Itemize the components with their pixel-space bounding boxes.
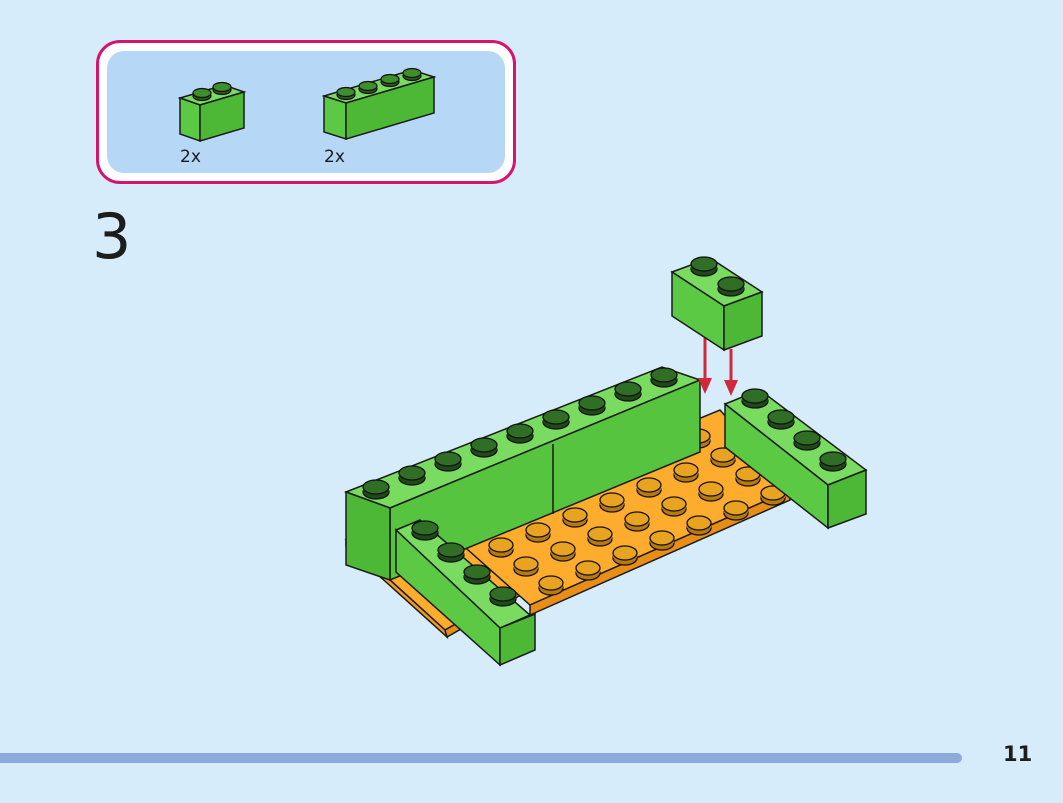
footer-progress-bar bbox=[0, 753, 962, 763]
page-number: 11 bbox=[1003, 742, 1033, 766]
back-brick-studs bbox=[362, 367, 678, 500]
parts-callout bbox=[96, 40, 516, 184]
right-brick-studs bbox=[741, 388, 847, 472]
placement-arrows bbox=[698, 337, 738, 396]
parts-callout-inner bbox=[107, 51, 505, 173]
part-count-1x2: 2x bbox=[180, 147, 201, 167]
incoming-brick-1x2 bbox=[670, 257, 764, 352]
incoming-brick-studs bbox=[690, 256, 745, 297]
left-brick-studs bbox=[411, 520, 517, 607]
step-number: 3 bbox=[92, 200, 132, 273]
brick-1x2-part-icon bbox=[177, 81, 247, 143]
brick-1x4-part-icon bbox=[321, 67, 437, 141]
part-count-1x4: 2x bbox=[324, 147, 345, 167]
